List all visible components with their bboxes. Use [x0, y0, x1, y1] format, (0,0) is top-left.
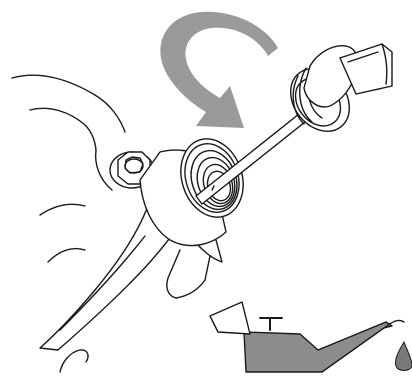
- filler-neck-icon: [140, 131, 253, 246]
- oil-drop-icon: [395, 342, 412, 371]
- oil-can-icon: [210, 302, 404, 372]
- curved-arrow-icon: [160, 12, 278, 128]
